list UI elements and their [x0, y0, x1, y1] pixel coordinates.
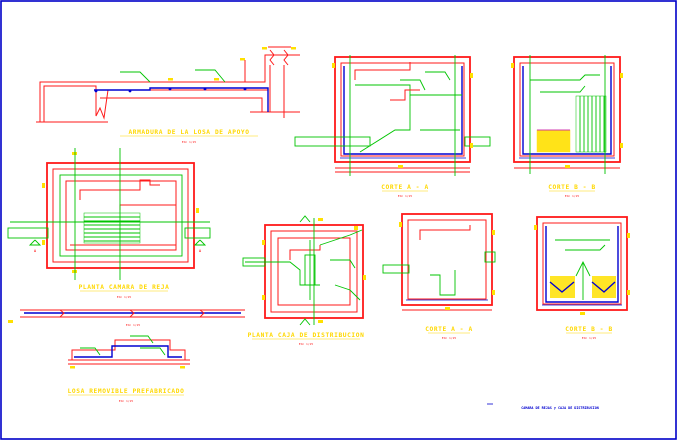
title-planta-camara: PLANTA CAMARA DE REJA	[79, 284, 170, 291]
title-corte-a-top: CORTE A - A	[381, 184, 429, 191]
scale-corte-a-top: ESC 1/25	[398, 194, 413, 198]
title-armadura: ARMADURA DE LA LOSA DE APOYO	[128, 129, 249, 136]
losa-bar-detail	[8, 309, 245, 323]
scale-planta-caja: ESC 1/25	[299, 342, 314, 346]
corte-a-bottom-detail	[382, 213, 496, 311]
title-corte-a-bottom: CORTE A - A	[425, 326, 473, 333]
planta-caja-detail	[242, 215, 366, 326]
scale-planta-camara: ESC 1/25	[117, 295, 132, 299]
scale-armadura: ESC 1/25	[182, 140, 197, 144]
scale-corte-b-bottom: ESC 1/25	[582, 336, 597, 340]
section-mark-a-right: A	[199, 249, 201, 253]
corte-b-bottom-detail	[534, 216, 630, 315]
scale-corte-a-bottom: ESC 1/25	[442, 336, 457, 340]
losa-removible-detail	[68, 335, 190, 369]
title-losa-removible: LOSA REMOVIBLE PREFABRICADO	[68, 388, 185, 395]
title-planta-caja: PLANTA CAJA DE DISTRIBUCION	[248, 332, 365, 339]
armadura-detail	[36, 46, 300, 123]
scale-corte-b-top: ESC 1/25	[565, 194, 580, 198]
title-corte-b-top: CORTE B - B	[548, 184, 596, 191]
scale-losa-removible: ESC 1/25	[119, 399, 134, 403]
corte-b-top-detail	[511, 55, 623, 174]
title-corte-b-bottom: CORTE B - B	[565, 326, 613, 333]
scale-losa-bar: ESC 1/25	[126, 323, 141, 327]
corte-a-top-detail	[294, 55, 491, 176]
sheet-caption: CAMARA DE REJAS y CAJA DE DISTRIBUCION	[521, 406, 599, 410]
section-mark-a-left: A	[34, 249, 36, 253]
planta-camara-detail: A A	[7, 148, 211, 280]
